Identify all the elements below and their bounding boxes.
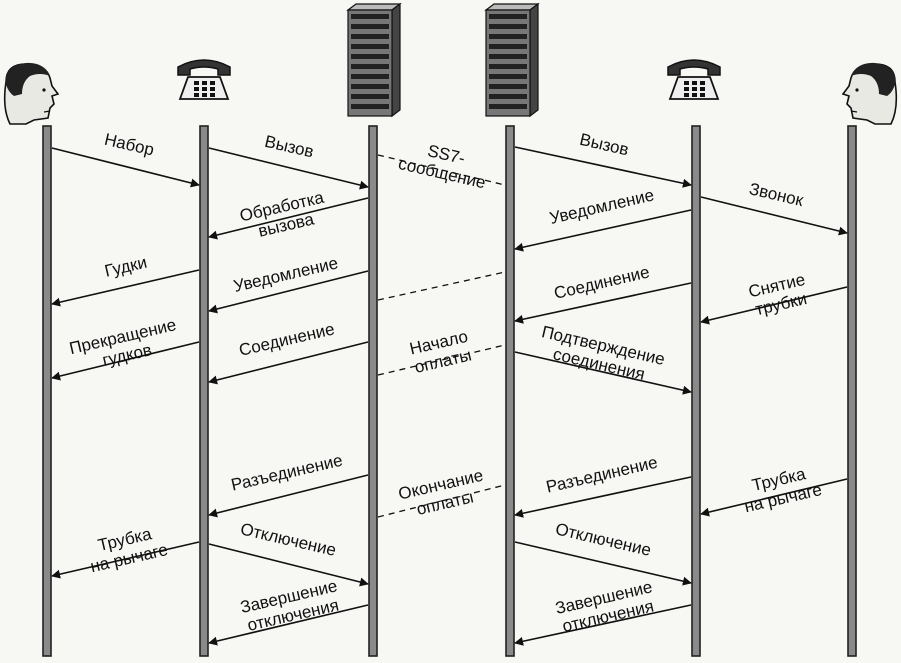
msg-disconnect-b-arrow bbox=[514, 476, 692, 518]
msg-onhook-b-arrow bbox=[700, 478, 848, 517]
msg-offhook-label: Снятиетрубки bbox=[747, 270, 812, 320]
msg-ring-label-line: Звонок bbox=[747, 179, 805, 210]
msg-tones-arrow bbox=[51, 269, 200, 307]
lifeline-callee bbox=[847, 125, 857, 657]
msg-dial-arrow bbox=[51, 147, 200, 188]
msg-connect-b-label-line: Соединение bbox=[552, 262, 651, 302]
msg-stop-tones-label: Прекращениегудков bbox=[67, 315, 182, 377]
lifeline-phone-a bbox=[199, 125, 209, 657]
msg-call-b-arrow bbox=[514, 146, 692, 188]
msg-disconnect-a-label: Разъединение bbox=[229, 451, 344, 495]
msg-release-done-b-label: Завершениеотключения bbox=[553, 577, 658, 636]
msg-onhook-a-arrow bbox=[51, 541, 200, 579]
lifeline-switch-a bbox=[368, 125, 378, 657]
msg-connect-a-arrow bbox=[208, 341, 369, 385]
msg-processing-arrow bbox=[208, 197, 369, 240]
msg-release-a-arrow bbox=[208, 543, 369, 587]
msg-release-b-arrow bbox=[514, 541, 692, 586]
msg-notify-a-label: Уведомление bbox=[232, 253, 340, 295]
msg-disconnect-b-label: Разъединение bbox=[544, 453, 659, 497]
lifeline-switch-b bbox=[505, 125, 515, 657]
msg-dial-label: Набор bbox=[103, 130, 156, 160]
msg-offhook-arrow bbox=[700, 286, 848, 325]
msg-release-a-label-line: Отключение bbox=[239, 519, 338, 559]
msg-connect-b-arrow bbox=[514, 282, 692, 324]
msg-ring-arrow bbox=[700, 196, 848, 236]
ss7-billing-end-label: Окончаниеоплаты bbox=[397, 466, 490, 522]
msg-onhook-b-label: Трубкана рычаге bbox=[738, 462, 823, 517]
msg-call-a-label-line: Вызов bbox=[263, 132, 316, 162]
msg-disconnect-b-label-line: Разъединение bbox=[544, 453, 659, 497]
lifeline-caller bbox=[42, 125, 52, 657]
msg-stop-tones-arrow bbox=[51, 341, 200, 381]
msg-release-done-a-arrow bbox=[208, 604, 369, 646]
msg-call-a-arrow bbox=[208, 147, 369, 190]
lifeline-phone-b bbox=[691, 125, 701, 657]
msg-disconnect-a-label-line: Разъединение bbox=[229, 451, 344, 495]
msg-release-a-label: Отключение bbox=[239, 519, 338, 559]
msg-processing-label: Обработкавызова bbox=[238, 188, 331, 244]
ss7-billing-start-label: Началооплаты bbox=[408, 327, 474, 377]
msg-ring-label: Звонок bbox=[747, 179, 805, 210]
msg-notify-a-arrow bbox=[208, 270, 369, 314]
msg-disconnect-a-arrow bbox=[208, 474, 369, 518]
actor-icons bbox=[3, 2, 898, 125]
msg-connect-b-label: Соединение bbox=[552, 262, 651, 302]
msg-call-b-label-line: Вызов bbox=[578, 130, 631, 160]
msg-notify-a-label-line: Уведомление bbox=[232, 253, 340, 295]
ss7-ss7-msg-label: SS7-сообщение bbox=[396, 135, 491, 192]
msg-release-done-b-arrow bbox=[514, 604, 692, 646]
person-left-icon bbox=[841, 62, 898, 125]
msg-dial-label-line: Набор bbox=[103, 130, 156, 160]
lifelines bbox=[42, 125, 857, 657]
msg-onhook-a-label: Трубкана рычаге bbox=[84, 522, 169, 577]
server-icon bbox=[346, 2, 402, 118]
msg-call-b-label: Вызов bbox=[578, 130, 631, 160]
ss7-ss7-notify-link bbox=[377, 271, 506, 301]
msg-confirm-arrow bbox=[514, 351, 692, 395]
telephone-icon bbox=[177, 59, 231, 100]
msg-tones-label: Гудки bbox=[103, 253, 149, 281]
msg-confirm-label: Подтверждениесоединения bbox=[536, 322, 667, 387]
telephone-icon bbox=[667, 59, 721, 100]
server-icon bbox=[484, 2, 540, 118]
msg-release-done-a-label: Завершениеотключения bbox=[238, 576, 343, 635]
person-right-icon bbox=[3, 62, 60, 125]
msg-call-a-label: Вызов bbox=[263, 132, 316, 162]
msg-notify-b-arrow bbox=[514, 209, 692, 252]
msg-tones-label-line: Гудки bbox=[103, 253, 149, 281]
